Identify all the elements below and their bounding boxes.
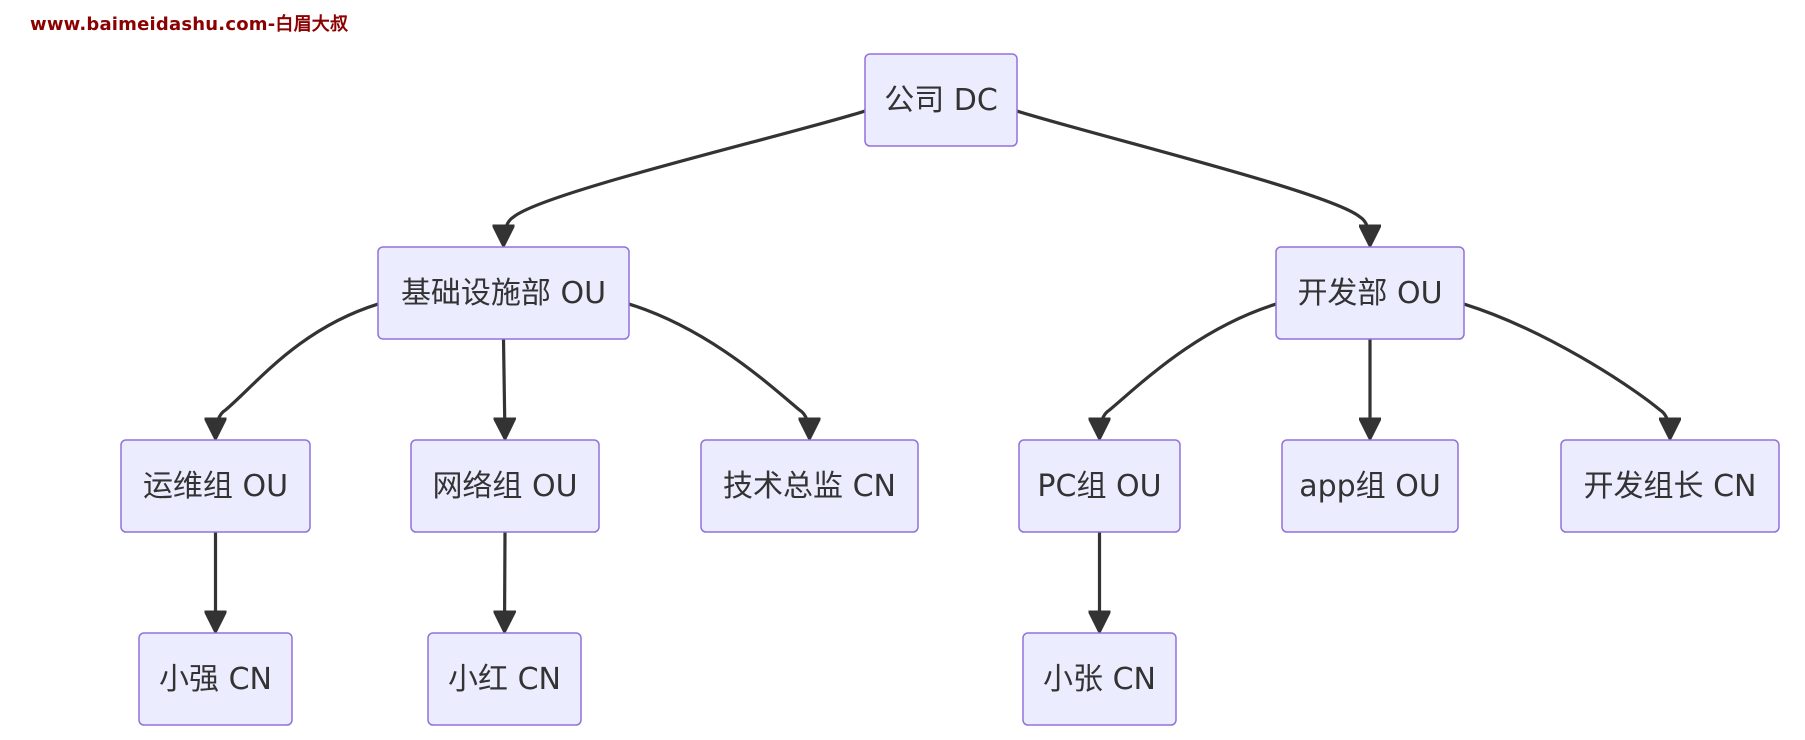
- node-ops-label: 运维组 OU: [143, 469, 288, 504]
- node-pc: PC组 OU: [1018, 439, 1181, 533]
- node-pc-box: [1018, 439, 1181, 533]
- edges-layer: [216, 109, 1671, 631]
- node-devlead-box: [1560, 439, 1780, 533]
- node-network-box: [410, 439, 600, 533]
- node-xiaozhang: 小张 CN: [1022, 632, 1177, 726]
- node-techdir-label: 技术总监 CN: [723, 469, 896, 504]
- node-app-label: app组 OU: [1299, 469, 1441, 504]
- node-xiaohong-label: 小红 CN: [448, 662, 561, 697]
- node-techdir: 技术总监 CN: [700, 439, 919, 533]
- edge-company-to-infra: [504, 109, 866, 245]
- node-ops: 运维组 OU: [120, 439, 311, 533]
- node-devlead-label: 开发组长 CN: [1584, 469, 1757, 504]
- node-ops-box: [120, 439, 311, 533]
- edge-network-to-xiaohong: [505, 531, 506, 631]
- node-xiaohong-box: [427, 632, 582, 726]
- edge-infra-to-network: [504, 338, 506, 438]
- node-app: app组 OU: [1281, 439, 1459, 533]
- node-xiaozhang-box: [1022, 632, 1177, 726]
- node-company-label: 公司 DC: [884, 83, 998, 118]
- edge-infra-to-ops: [216, 302, 379, 438]
- node-infra: 基础设施部 OU: [377, 246, 630, 340]
- node-xiaoqiang-box: [138, 632, 293, 726]
- edge-dev-to-pc: [1100, 302, 1277, 438]
- edge-infra-to-techdir: [628, 302, 810, 438]
- node-infra-box: [377, 246, 630, 340]
- node-pc-label: PC组 OU: [1037, 469, 1161, 504]
- node-dev: 开发部 OU: [1275, 246, 1465, 340]
- node-dev-label: 开发部 OU: [1297, 276, 1442, 311]
- node-dev-box: [1275, 246, 1465, 340]
- watermark-text: www.baimeidashu.com-白眉大叔: [30, 14, 349, 35]
- node-xiaohong: 小红 CN: [427, 632, 582, 726]
- node-xiaoqiang-label: 小强 CN: [159, 662, 272, 697]
- node-network-label: 网络组 OU: [432, 469, 577, 504]
- edge-dev-to-devlead: [1463, 302, 1670, 438]
- node-xiaozhang-label: 小张 CN: [1043, 662, 1156, 697]
- node-xiaoqiang: 小强 CN: [138, 632, 293, 726]
- nodes-layer: 公司 DC 基础设施部 OU 开发部 OU 运维组 OU 网络组 OU 技术总监 CN PC…: [120, 53, 1780, 726]
- node-techdir-box: [700, 439, 919, 533]
- node-network: 网络组 OU: [410, 439, 600, 533]
- edge-company-to-dev: [1016, 109, 1370, 245]
- node-company-box: [864, 53, 1018, 147]
- node-app-box: [1281, 439, 1459, 533]
- node-devlead: 开发组长 CN: [1560, 439, 1780, 533]
- node-infra-label: 基础设施部 OU: [401, 276, 606, 311]
- node-company: 公司 DC: [864, 53, 1018, 147]
